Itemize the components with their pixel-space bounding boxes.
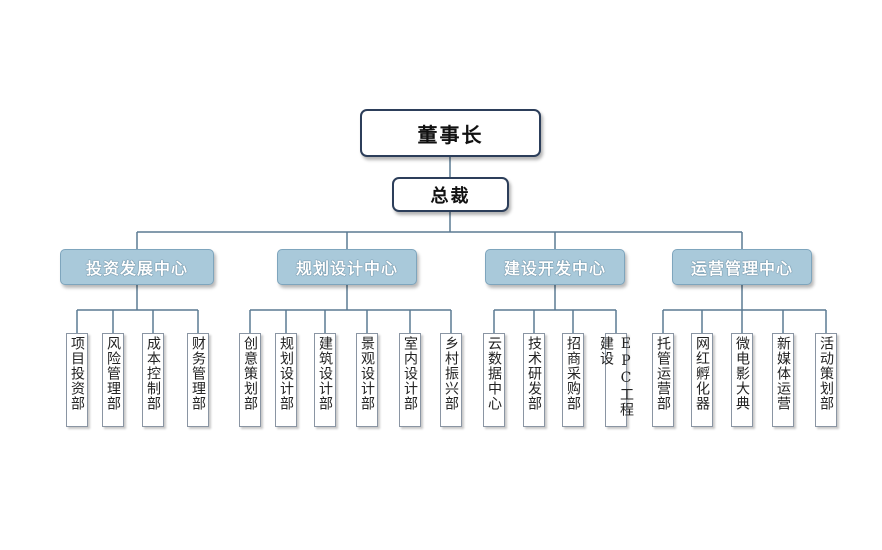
department-box: 招商采购部	[562, 333, 584, 427]
center-box: 建设开发中心	[485, 249, 625, 285]
department-box: 财务管理部	[187, 333, 209, 427]
department-box: 规划设计部	[275, 333, 297, 427]
department-box: 室内设计部	[399, 333, 421, 427]
center-box: 运营管理中心	[672, 249, 812, 285]
department-box: 风险管理部	[102, 333, 124, 427]
department-box: 创意策划部	[239, 333, 261, 427]
department-box: EPC工程建设	[598, 333, 634, 427]
department-box: 建筑设计部	[314, 333, 336, 427]
chairman-box: 董事长	[360, 109, 541, 157]
department-box: 活动策划部	[815, 333, 837, 427]
department-box: 托管运营部	[652, 333, 674, 427]
center-box: 规划设计中心	[277, 249, 417, 285]
department-box: 乡村振兴部	[440, 333, 462, 427]
department-box: 景观设计部	[356, 333, 378, 427]
center-box: 投资发展中心	[60, 249, 214, 285]
department-box: 新媒体运营	[772, 333, 794, 427]
department-box: 微电影大典	[731, 333, 753, 427]
department-box: 云数据中心	[483, 333, 505, 427]
president-box: 总裁	[392, 177, 509, 212]
department-box: 成本控制部	[142, 333, 164, 427]
department-box: 网红孵化器	[691, 333, 713, 427]
department-box: 项目投资部	[66, 333, 88, 427]
department-box: 技术研发部	[523, 333, 545, 427]
